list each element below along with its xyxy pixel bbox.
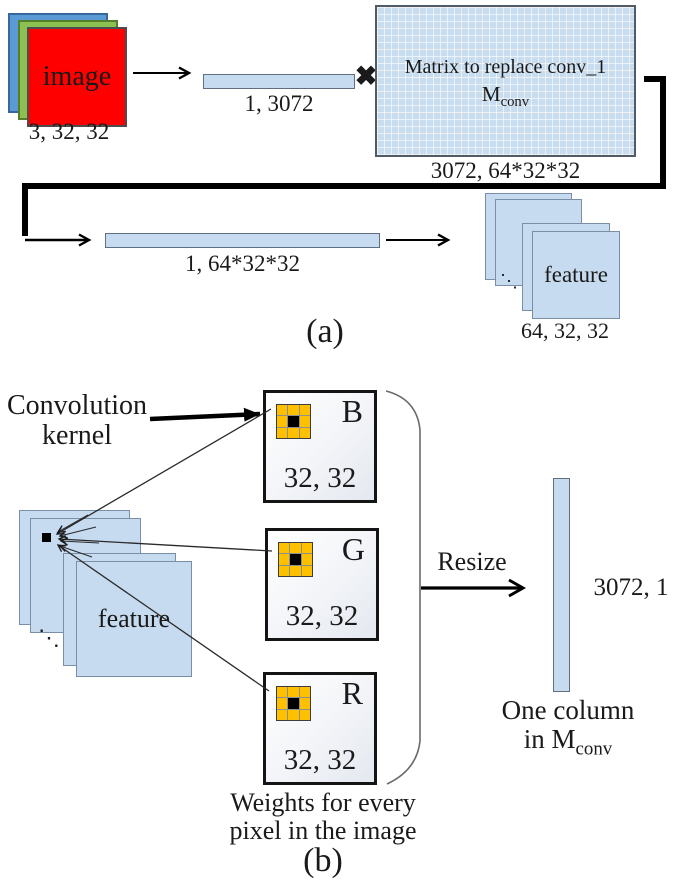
feature-b-label: feature [97,603,171,633]
caption-b: (b) [303,842,343,879]
channel-letter-r: R [341,675,363,711]
feature-a-dims: 64, 32, 32 [521,318,609,343]
channel-box-r: R 32, 32 [263,672,377,785]
image-label: image [42,60,112,92]
column-vector-dims: 3072, 1 [593,574,669,601]
convolution-kernel-label: Convolution kernel [6,390,147,452]
feature-map-a-front: feature [532,231,620,319]
image-dims-label: 3, 32, 32 [28,119,110,144]
channel-dims-r: 32, 32 [283,744,357,776]
channel-box-b: B 32, 32 [263,390,377,503]
column-vector-bar [553,478,570,692]
weights-note: Weights for every pixel in the image [229,788,417,846]
channel-dims-b: 32, 32 [283,462,357,494]
resize-label: Resize [437,547,507,576]
pixel-dot [42,533,51,542]
conv-matrix-symbol: Mconv [481,82,530,111]
channel-dims-g: 32, 32 [285,600,359,632]
ellipsis-a: ⋱ [500,271,518,291]
output-vector-dims: 1, 64*32*32 [185,251,300,276]
arrow-kernel-pointer [149,407,261,422]
caption-a: (a) [306,313,344,350]
output-vector-bar [105,233,380,248]
channel-letter-b: B [341,393,363,429]
feature-map-b-front: feature [76,561,192,677]
conv-matrix-box: Matrix to replace conv_1 Mconv [375,5,636,157]
one-column-label: One column in Mconv [501,695,635,760]
conv-matrix-dims: 3072, 64*32*32 [430,158,581,183]
input-vector-dims: 1, 3072 [244,91,314,116]
conv-matrix-title: Matrix to replace conv_1 [404,56,607,79]
channel-box-g: G 32, 32 [265,528,379,641]
feature-a-label: feature [544,261,608,287]
kernel-grid-g [278,542,313,577]
ellipsis-b: ⋱ [38,625,60,650]
channel-letter-g: G [341,531,365,567]
grouping-brace [385,390,421,785]
kernel-grid-b [276,404,311,439]
kernel-grid-r [276,686,311,721]
input-vector-bar [203,74,355,89]
image-layer-red: image [27,27,127,127]
